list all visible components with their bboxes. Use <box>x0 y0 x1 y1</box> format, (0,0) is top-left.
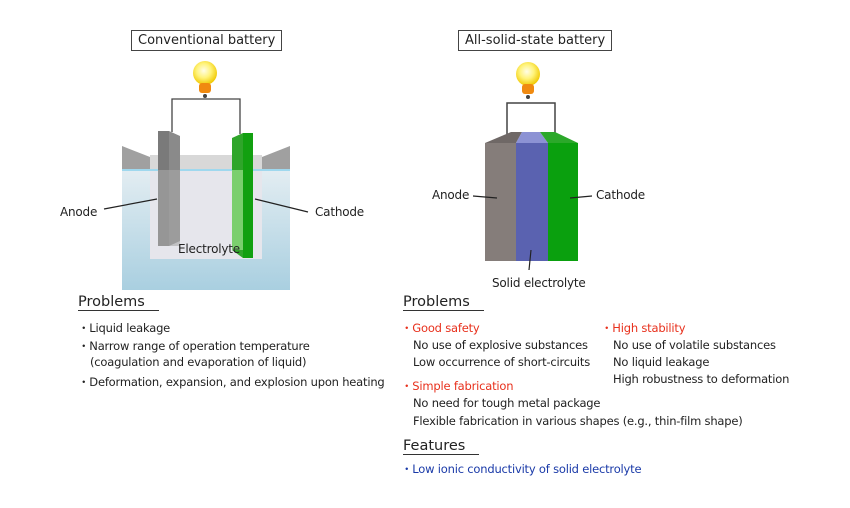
anode-plate <box>158 131 180 246</box>
solid-electrolyte-label: Solid electrolyte <box>492 276 586 290</box>
high-stability-title: ・High stability <box>601 321 686 335</box>
solid-bulb-icon <box>516 62 540 99</box>
conventional-problems-heading: Problems <box>78 294 159 311</box>
features-heading: Features <box>403 438 480 455</box>
good-safety-item: No use of explosive substances <box>413 338 588 352</box>
electrolyte-tank <box>122 146 290 290</box>
conventional-wire <box>171 98 241 134</box>
conventional-anode-label: Anode <box>60 205 98 219</box>
cathode-plate <box>232 133 253 258</box>
problem-item: ・Narrow range of operation temperature <box>78 339 310 353</box>
conventional-title: Conventional battery <box>131 30 283 51</box>
simple-fabrication-title: ・Simple fabrication <box>401 379 514 393</box>
solid-cathode-label: Cathode <box>596 188 645 202</box>
good-safety-title: ・Good safety <box>401 321 480 335</box>
high-stability-item: High robustness to deformation <box>613 372 790 386</box>
solid-anode-label: Anode <box>432 188 470 202</box>
conventional-bulb-icon <box>193 61 217 98</box>
solid-problems-heading: Problems <box>403 294 484 311</box>
good-safety-item: Low occurrence of short-circuits <box>413 355 591 369</box>
electrolyte-label: Electrolyte <box>178 242 240 256</box>
solid-title: All-solid-state battery <box>458 30 613 51</box>
problem-item: ・Liquid leakage <box>78 321 171 335</box>
problem-item: (coagulation and evaporation of liquid) <box>90 355 307 369</box>
high-stability-item: No liquid leakage <box>613 355 710 369</box>
simple-fabrication-item: No need for tough metal package <box>413 396 601 410</box>
feature-item: ・Low ionic conductivity of solid electro… <box>401 462 642 476</box>
problem-item: ・Deformation, expansion, and explosion u… <box>78 375 385 389</box>
high-stability-item: No use of volatile substances <box>613 338 776 352</box>
solid-battery-cell <box>485 132 578 261</box>
simple-fabrication-item: Flexible fabrication in various shapes (… <box>413 414 743 428</box>
solid-wire <box>506 102 556 138</box>
conventional-cathode-label: Cathode <box>315 205 364 219</box>
